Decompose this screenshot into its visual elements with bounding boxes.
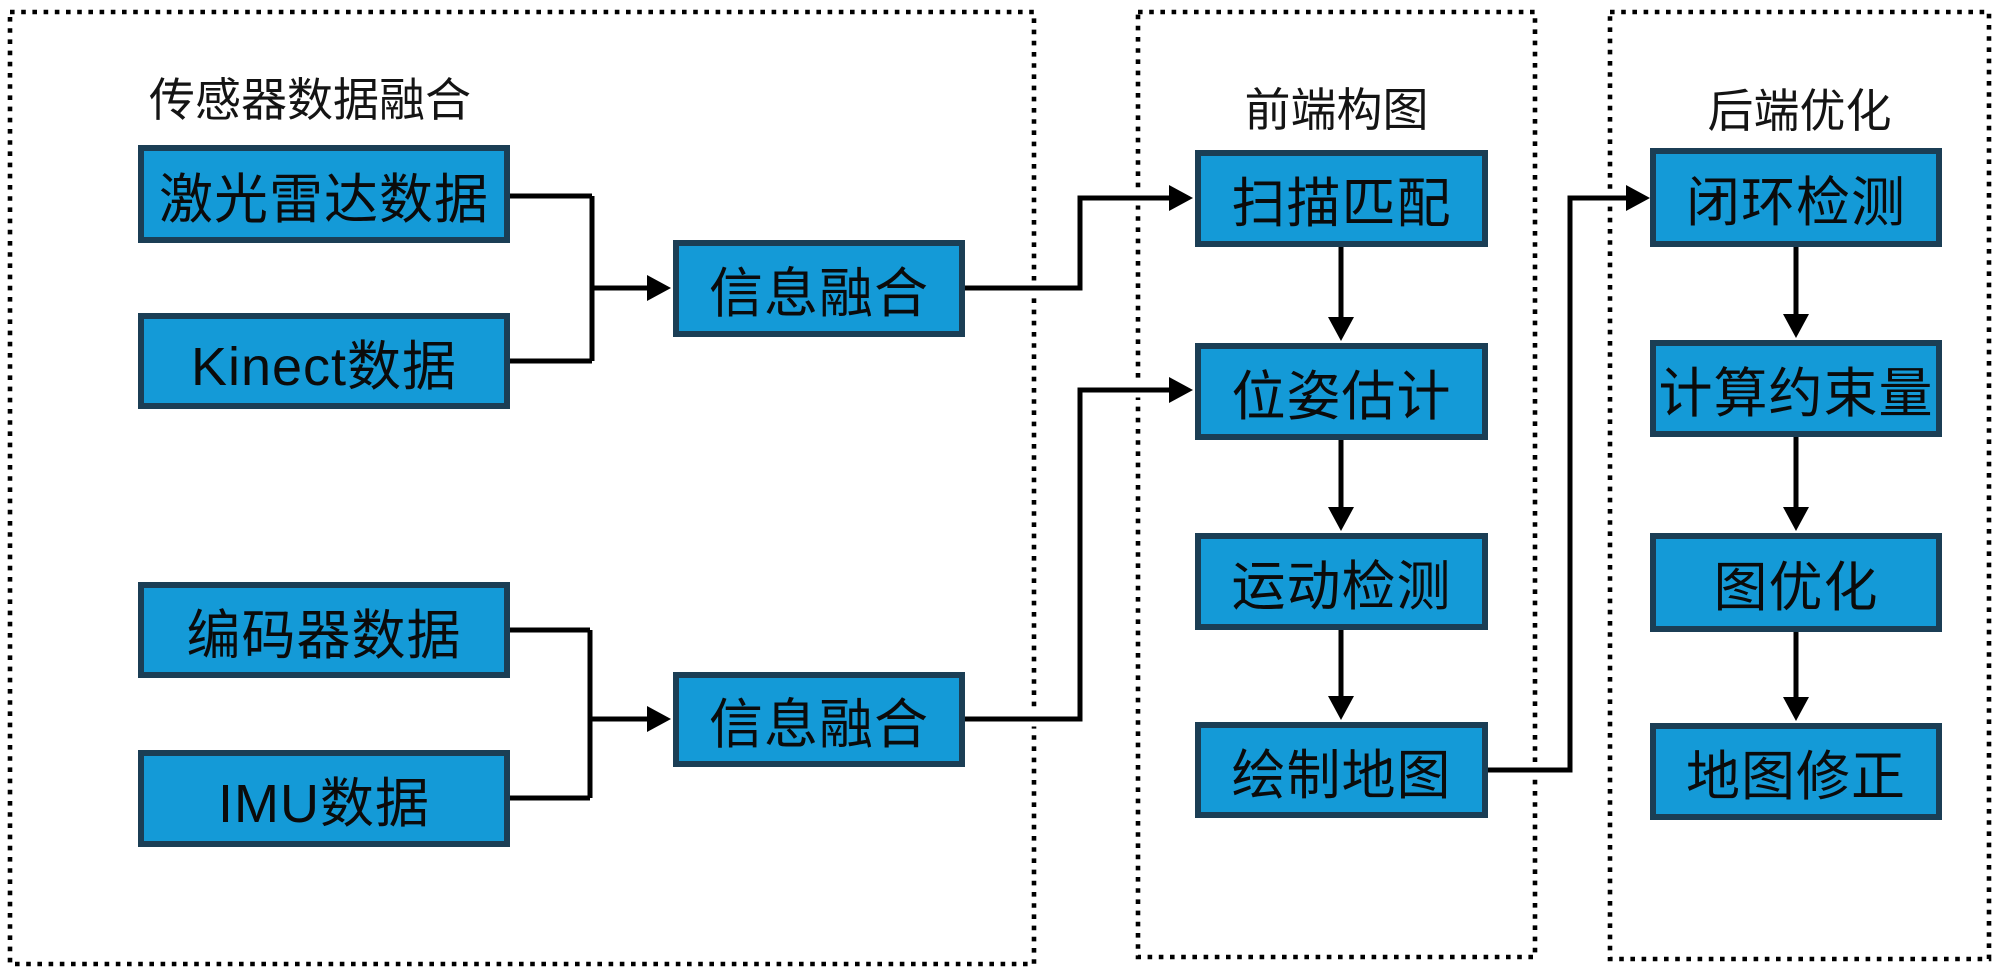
node-compute-constraints: 计算约束量	[1650, 340, 1942, 437]
node-encoder-data: 编码器数据	[138, 582, 510, 678]
node-imu-data: IMU数据	[138, 750, 510, 847]
arrowhead-into-pose-from-scan	[1328, 317, 1354, 341]
node-lidar-data: 激光雷达数据	[138, 145, 510, 243]
node-info-fusion-top: 信息融合	[673, 240, 965, 337]
node-kinect-data: Kinect数据	[138, 313, 510, 409]
node-pose-estimation: 位姿估计	[1195, 343, 1488, 440]
node-scan-matching: 扫描匹配	[1195, 150, 1488, 247]
panel-title-front-end: 前端构图	[1244, 84, 1429, 136]
panel-back-end-border	[1607, 9, 1992, 962]
node-info-fusion-bottom: 信息融合	[673, 672, 965, 767]
panel-title-back-end: 后端优化	[1707, 85, 1892, 137]
arrowhead-into-pose	[1169, 377, 1193, 403]
arrowhead-into-fusion2	[647, 706, 671, 732]
arrowhead-into-map	[1328, 696, 1354, 720]
panel-title-sensor-fusion: 传感器数据融合	[149, 74, 471, 126]
arrowhead-into-fusion1	[647, 275, 671, 301]
edge-map-loop-halo	[1488, 190, 1629, 778]
edge-bottom-merge	[510, 627, 650, 801]
panel-sensor-fusion-border	[7, 9, 1037, 967]
node-map-correction: 地图修正	[1650, 723, 1942, 820]
node-draw-map: 绘制地图	[1195, 722, 1488, 818]
node-graph-optimization: 图优化	[1650, 533, 1942, 632]
arrowhead-into-constraint	[1783, 314, 1809, 338]
edge-top-merge-halo	[510, 188, 650, 369]
arrowhead-into-motion	[1328, 507, 1354, 531]
edge-bottom-merge-halo	[510, 622, 650, 806]
arrowhead-into-loop	[1626, 185, 1650, 211]
edge-top-merge	[510, 193, 650, 364]
arrowhead-into-scan	[1169, 185, 1193, 211]
node-motion-detection: 运动检测	[1195, 533, 1488, 630]
edge-map-loop	[1488, 195, 1629, 773]
node-loop-closure-detection: 闭环检测	[1650, 148, 1942, 247]
edge-fusion2-pose	[965, 387, 1170, 722]
arrowhead-into-graphopt	[1783, 507, 1809, 531]
edge-fusion1-scan	[965, 195, 1170, 291]
arrowhead-into-mapfix	[1783, 697, 1809, 721]
